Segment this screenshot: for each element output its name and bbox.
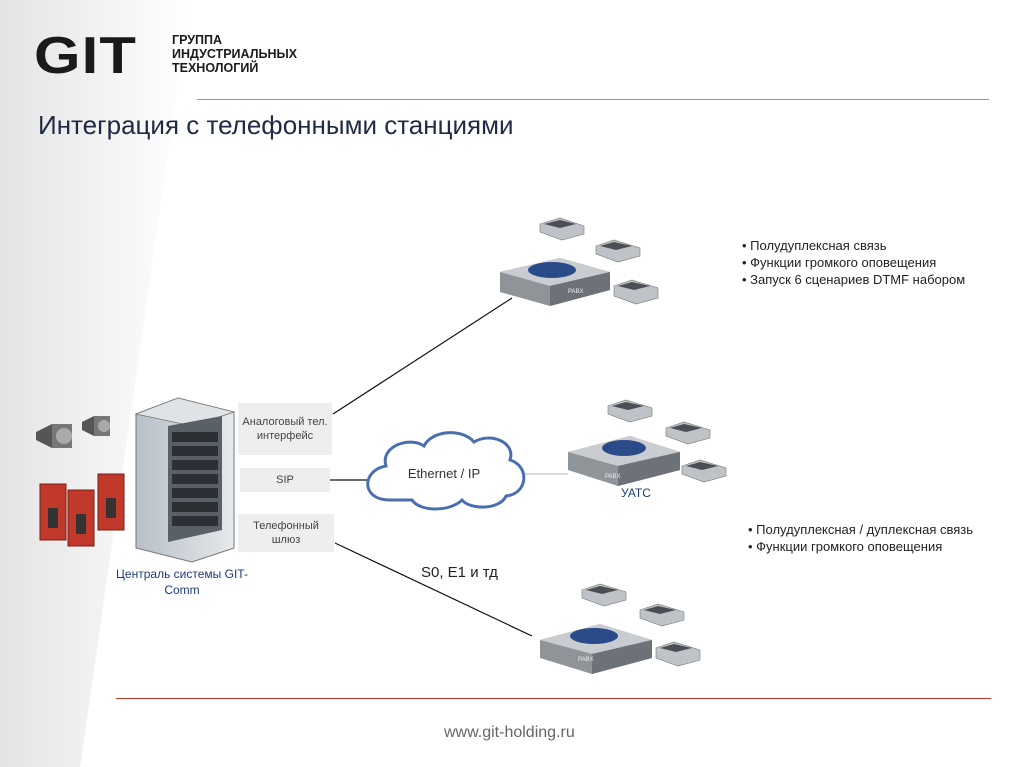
- gateway-label: Телефонный шлюз: [253, 520, 319, 546]
- phone-icon: [539, 217, 585, 241]
- phone-icon: [607, 399, 653, 423]
- logo-brand: GIT: [34, 27, 138, 85]
- phone-icon: [681, 459, 727, 483]
- phone-icon: [581, 583, 627, 607]
- pbx-top-label: PABX: [568, 289, 584, 295]
- line-gateway-to-pbx-bottom: [334, 542, 533, 637]
- phone-icon: [665, 421, 711, 445]
- analog-interface-label: Аналоговый тел. интерфейс: [242, 416, 328, 442]
- bullets-top: • Полудуплексная связь • Функции громког…: [742, 237, 965, 288]
- sip-label: SIP: [276, 474, 294, 486]
- pbx-top-icon: PABX: [500, 258, 610, 306]
- bullet-item: • Полудуплексная / дуплексная связь: [748, 522, 974, 537]
- bullets-mid: • Полудуплексная / дуплексная связь • Фу…: [748, 521, 973, 555]
- cloud-label: Ethernet / IP: [407, 466, 481, 481]
- top-divider: [197, 99, 989, 100]
- pbx-uatc-icon: PABX: [568, 436, 680, 486]
- phone-icon: [639, 603, 685, 627]
- call-point-icon: [39, 483, 67, 541]
- server-cabinet-icon: [134, 397, 236, 563]
- gateway-box: Телефонный шлюз: [238, 514, 334, 552]
- uatc-label: УАТС: [621, 486, 651, 500]
- phone-icon: [655, 641, 701, 667]
- central-label: Централь системы GIT-Comm: [116, 567, 248, 597]
- page-title: Интеграция с телефонными станциями: [38, 110, 514, 140]
- pbx-uatc-label: PABX: [605, 474, 621, 480]
- bottom-divider: [116, 698, 991, 699]
- bullet-item: • Запуск 6 сценариев DTMF набором: [742, 272, 966, 287]
- loudspeaker-icon: [82, 416, 110, 436]
- loudspeaker-icon: [36, 424, 72, 448]
- bullet-item: • Функции громкого оповещения: [748, 539, 943, 554]
- pbx-bottom-label: PABX: [578, 657, 594, 663]
- footer-url[interactable]: www.git-holding.ru: [444, 724, 575, 741]
- s0-label: S0, E1 и тд: [421, 564, 498, 581]
- pbx-bottom-icon: PABX: [540, 624, 652, 674]
- call-point-icon: [67, 489, 95, 547]
- phone-icon: [613, 279, 659, 305]
- analog-interface-box: Аналоговый тел. интерфейс: [238, 403, 332, 455]
- bullet-item: • Функции громкого оповещения: [742, 255, 937, 270]
- line-analog-to-pbx-top: [332, 297, 513, 415]
- sip-box: SIP: [240, 468, 330, 492]
- phone-icon: [595, 239, 641, 263]
- logo-subtitle: ГРУППА ИНДУСТРИАЛЬНЫХ ТЕХНОЛОГИЙ: [172, 33, 298, 75]
- call-point-icon: [97, 473, 125, 531]
- bullet-item: • Полудуплексная связь: [742, 238, 887, 253]
- ethernet-cloud-icon: [366, 431, 526, 511]
